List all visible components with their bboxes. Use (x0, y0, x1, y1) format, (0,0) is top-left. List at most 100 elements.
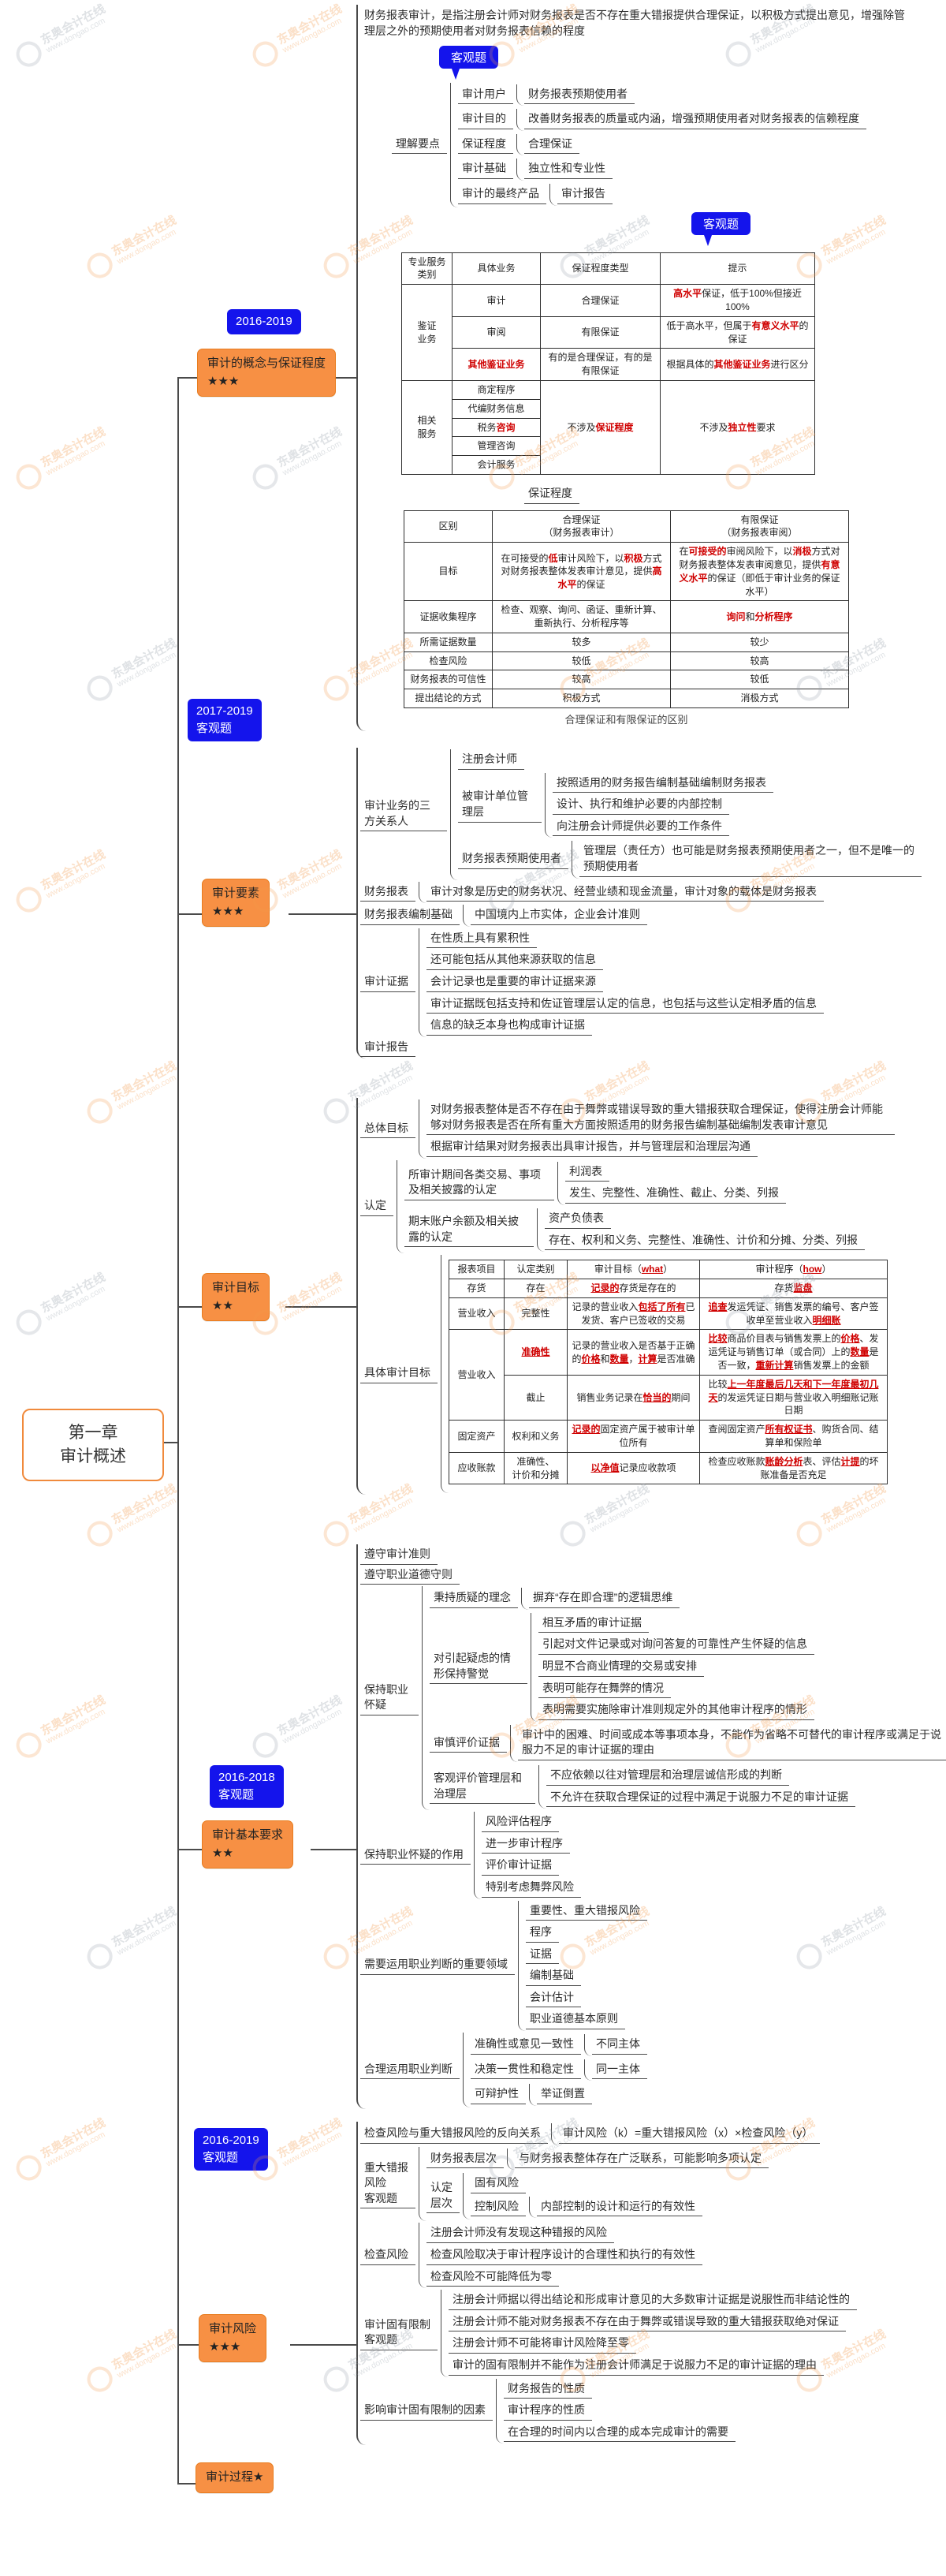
map-leaf-label: 财务报表审计，是指注册会计师对财务报表是否不存在重大错报提供合理保证，以积极方式… (364, 9, 905, 38)
map-leaf-label: 按照适用的财务报告编制基础编制财务报表 (553, 775, 773, 793)
table-cell: 询问和分析程序 (670, 600, 849, 633)
table-cell: 检查、观察、询问、函证、重新计算、重新执行、分析程序等 (492, 600, 671, 633)
table-cell: 较多 (492, 632, 671, 652)
map-node-label: 合理运用职业判断 (360, 2061, 460, 2080)
watermark-site: www.dongao.com (115, 2341, 178, 2381)
objective-badge: 客观题 (439, 45, 499, 80)
table-cell: 审计 (452, 284, 541, 317)
map-node-label: 决策一贯性和稳定性 (471, 2061, 581, 2080)
map-node-label: 保持职业怀疑 (360, 1682, 419, 1715)
watermark-site: www.dongao.com (281, 16, 344, 56)
table-cell: 在可接受的低审计风险下，以积极方式对财务报表整体发表审计意见，提供高水平的保证 (492, 542, 671, 602)
watermark-logo-icon (11, 1305, 47, 1340)
watermark-site: www.dongao.com (115, 1073, 178, 1113)
map-leaf-label: 同一主体 (592, 2061, 647, 2080)
map-leaf-label: 审计中的困难、时间或成本等事项本身，不能作为省略不可替代的审计程序或满足于说服力… (518, 1727, 946, 1760)
topic-elements: 审计要素 ★★★ (202, 879, 270, 927)
table-cell: 审阅 (452, 315, 541, 349)
section-content-elements: 审计业务的三方关系人注册会计师被审计单位管理层按照适用的财务报告编制基础编制财务… (356, 748, 946, 1059)
watermark-logo-icon (318, 1939, 354, 1974)
watermark-site: www.dongao.com (44, 861, 107, 902)
map-node-label: 理解要点 (392, 136, 447, 155)
watermark-brand: 东奥会计在线 (109, 213, 179, 259)
watermark-site: www.dongao.com (825, 1495, 888, 1536)
map-leaf-label: 审计风险（k）=重大错报风险（x）×检查风险（y） (559, 2125, 821, 2144)
map-leaf-label: 明显不合商业情理的交易或安排 (538, 1658, 704, 1677)
table-t2: 区别合理保证（财务报表审计）有限保证（财务报表审阅）目标在可接受的低审计风险下，… (404, 510, 849, 727)
map-node-label: 被审计单位管理层 (458, 788, 542, 823)
table-cell: 根据具体的其他鉴证业务进行区分 (660, 348, 815, 381)
map-leaf-label: 保证程度 (524, 485, 579, 504)
map-leaf-label: 不允许在获取合理保证的过程中满足于说服力不足的审计证据 (546, 1789, 855, 1808)
map-node-label: 检查风险与重大错报风险的反向关系 (360, 2125, 548, 2144)
map-leaf-label: 职业道德基本原则 (526, 2010, 625, 2030)
table-t1: 专业服务类别具体业务保证程度类型提示鉴证业务审计合理保证高水平保证，低于100%… (401, 252, 815, 475)
table-cell: 所需证据数量 (404, 632, 493, 652)
table-cell: 比较上一年度最后几天和下一年度最初几天的发运凭证日期与营业收入明细账记账日期 (699, 1374, 888, 1421)
section-content-concept: 财务报表审计，是指注册会计师对财务报表是否不存在重大错报提供合理保证，以积极方式… (356, 5, 946, 732)
map-node-label: 控制风险 (471, 2198, 526, 2217)
watermark-logo-icon (11, 459, 47, 495)
watermark-site: www.dongao.com (44, 1284, 107, 1324)
map-node-label: 影响审计固有限制的因素 (360, 2402, 493, 2421)
watermark-brand: 东奥会计在线 (109, 1058, 179, 1104)
table-cell: 比较商品价目表与销售发票上的价格、发运凭证与销售订单（或合同）上的数量是否一致，… (699, 1329, 888, 1376)
watermark-logo-icon (11, 1727, 47, 1763)
watermark-logo-icon (318, 248, 354, 283)
table-cell: 相关服务 (401, 379, 453, 475)
map-leaf-label: 存在、权利和义务、完整性、准确性、计价和分摊、分类、列报 (545, 1232, 865, 1251)
branch-connector (311, 1849, 356, 1850)
watermark-site: www.dongao.com (115, 650, 178, 690)
watermark-brand: 东奥会计在线 (274, 1270, 345, 1316)
watermark-brand: 东奥会计在线 (109, 2327, 179, 2373)
map-node-label: 认定层次 (426, 2179, 460, 2214)
table-cell: 鉴证业务 (401, 284, 453, 381)
map-leaf-label: 举证倒置 (537, 2085, 592, 2104)
map-leaf-label: 注册会计师不能对财务报表不存在由于舞弊或错误导致的重大错报获取绝对保证 (449, 2313, 846, 2332)
table-cell: 营业收入 (449, 1297, 505, 1331)
watermark-site: www.dongao.com (44, 1707, 107, 1747)
table-cell: 代编财务信息 (452, 398, 541, 419)
map-leaf-label: 在合理的时间内以合理的成本完成审计的需要 (504, 2424, 736, 2443)
table-cell: 截止 (504, 1374, 568, 1421)
table-cell: 提出结论的方式 (404, 689, 493, 709)
map-leaf-label: 会计记录也是重要的审计证据来源 (426, 973, 603, 992)
watermark-logo-icon (82, 1516, 117, 1551)
map-leaf-label: 注册会计师没有发现这种错报的风险 (426, 2224, 614, 2243)
table-cell: 有限保证 (540, 315, 661, 349)
table-cell: 以净值记录应收款项 (567, 1451, 700, 1485)
map-leaf-label: 表明可能存在舞弊的情况 (538, 1680, 671, 1699)
map-leaf-label: 财务报表预期使用者 (524, 86, 635, 105)
table-cell: 较低 (492, 651, 671, 671)
table-cell: 较少 (670, 632, 849, 652)
watermark-brand: 东奥会计在线 (274, 424, 345, 470)
map-node-label: 保证程度 (458, 136, 513, 155)
year-tag-requirements: 2016-2018 客观题 (210, 1765, 284, 1808)
watermark-brand: 东奥会计在线 (38, 2115, 108, 2161)
map-node-label: 审计证据 (360, 973, 415, 992)
watermark-logo-icon (82, 1093, 117, 1129)
map-leaf-label: 审计对象是历史的财务状况、经营业绩和现金流量，审计对象的载体是财务报表 (426, 883, 824, 902)
watermark-brand: 东奥会计在线 (109, 636, 179, 681)
table-cell: 记录的营业收入是否基于正确的价格和数量，计算是否准确 (567, 1329, 700, 1376)
table-header-cell: 保证程度类型 (540, 252, 661, 286)
map-leaf-label: 独立性和专业性 (524, 160, 613, 179)
table-cell: 存在 (504, 1278, 568, 1298)
watermark-logo-icon (318, 2361, 354, 2397)
table-cell: 完整性 (504, 1297, 568, 1331)
table-header-cell: 专业服务类别 (401, 252, 453, 286)
table-cell: 检查应收账款账龄分析表、评估计提的坏账准备是否充足 (699, 1451, 888, 1485)
watermark-site: www.dongao.com (44, 2130, 107, 2170)
map-leaf-label: 在性质上具有累积性 (426, 930, 537, 949)
table-header-cell: 具体业务 (452, 252, 541, 286)
table-cell: 较高 (492, 670, 671, 690)
map-leaf-label: 对财务报表整体是否不存在由于舞弊或错误导致的重大错报获取合理保证，使得注册会计师… (426, 1101, 895, 1136)
watermark-logo-icon (248, 36, 283, 72)
